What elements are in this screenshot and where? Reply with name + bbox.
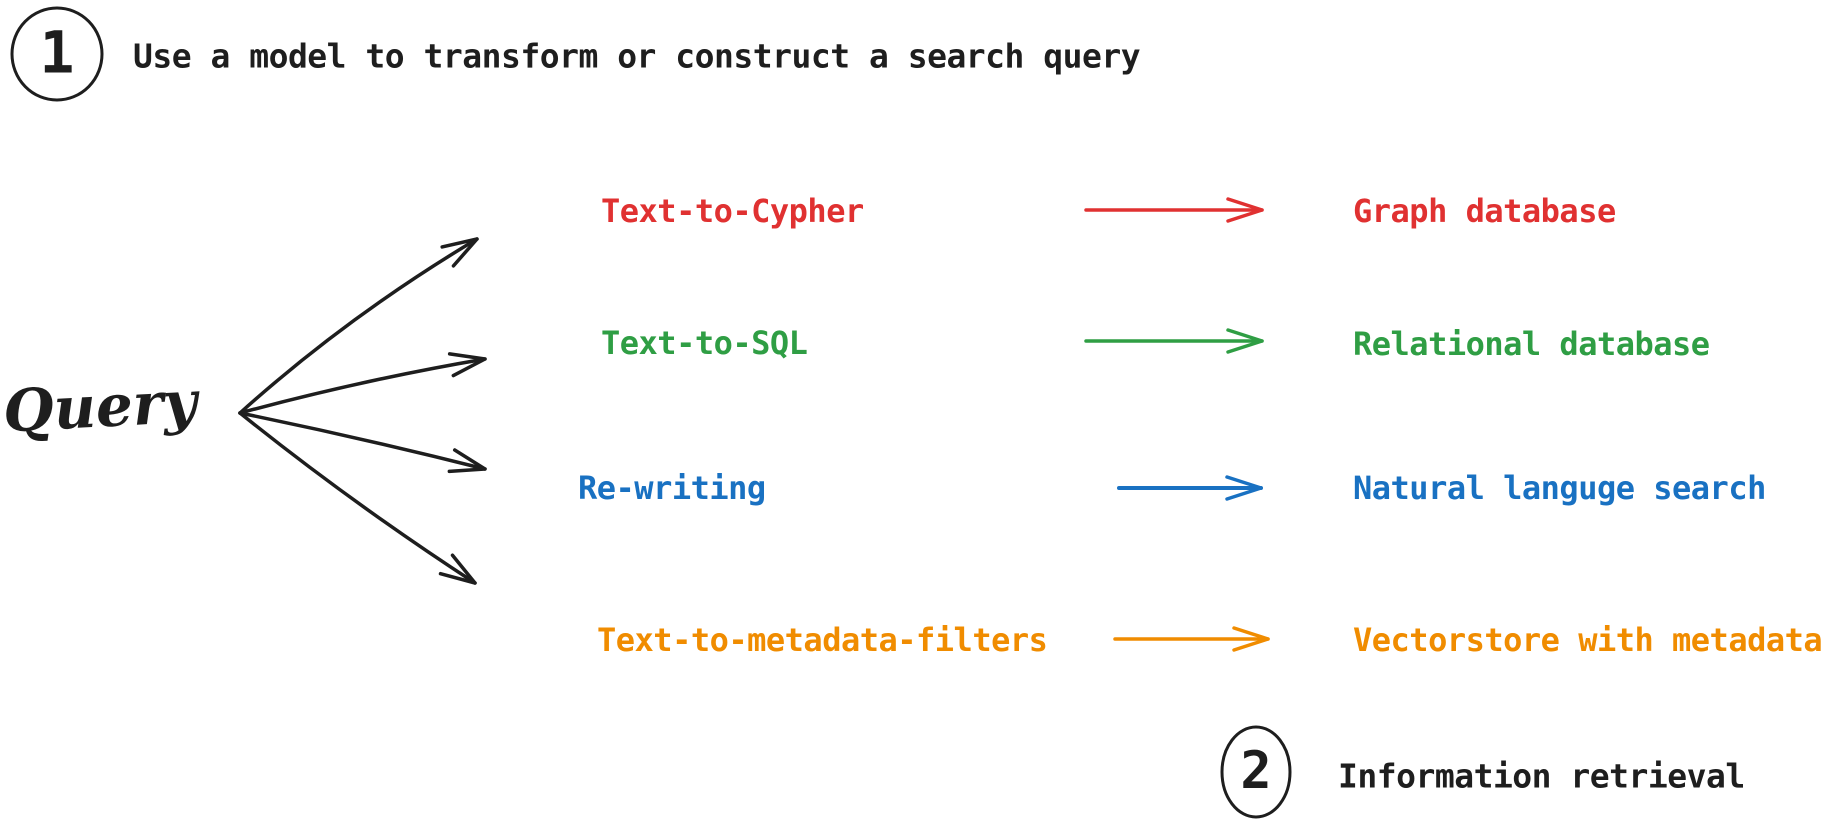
step1-circle (10, 6, 104, 102)
method-label-text-to-metadata-filters: Text-to-metadata-filters (597, 621, 1048, 659)
step2-number: 2 (1240, 740, 1272, 801)
step1-label: Use a model to transform or construct a … (133, 36, 1141, 76)
step2-label: Information retrieval (1338, 756, 1745, 796)
method-label-text-to-sql: Text-to-SQL (601, 324, 808, 362)
method-label-text-to-cypher: Text-to-Cypher (601, 192, 864, 230)
target-label-graph-database: Graph database (1353, 192, 1616, 230)
step1-number: 1 (39, 18, 75, 87)
method-label-re-writing: Re-writing (578, 469, 766, 507)
target-label-vectorstore-with-metadata: Vectorstore with metadata (1353, 621, 1823, 659)
fan-arrow-to-text-to-cypher (238, 237, 479, 415)
query-node-label: Query (1, 367, 199, 446)
step2-circle (1220, 725, 1292, 819)
target-label-relational-database: Relational database (1353, 325, 1710, 363)
fan-arrow-to-text-to-sql (238, 352, 487, 415)
fan-arrow-to-text-to-metadata-filters (238, 411, 477, 585)
fan-arrow-to-re-writing (238, 411, 487, 474)
target-label-natural-language-search: Natural languge search (1353, 469, 1766, 507)
